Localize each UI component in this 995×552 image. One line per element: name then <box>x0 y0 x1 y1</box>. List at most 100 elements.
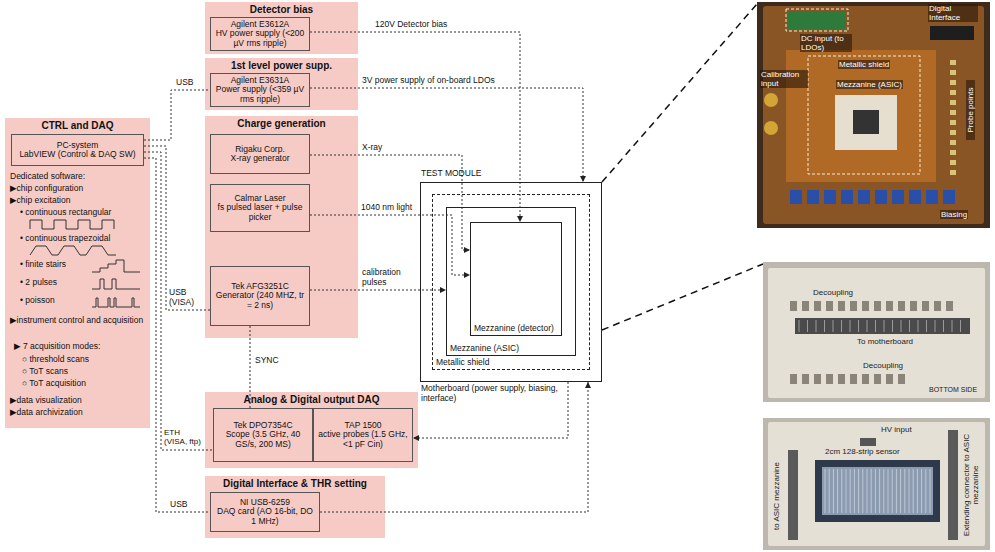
probe-pin <box>950 110 956 115</box>
connector <box>144 90 210 140</box>
probe-pin <box>950 60 956 65</box>
label-holder: • continuous trapezoidal <box>20 234 110 244</box>
instrument-box: Tek AFG3251CGenerator (240 MHZ, tr = 2 n… <box>210 266 310 326</box>
pcb <box>768 268 985 398</box>
label-holder: ▶instrument control and acquisition <box>10 316 148 326</box>
panel-title: Analog & Digital output DAQ <box>205 394 418 406</box>
list-item: ▶chip excitation <box>10 196 70 206</box>
instrument-box: Agilent E3612AHV power supply (<200 µV r… <box>210 17 310 51</box>
bias-connector <box>824 190 836 204</box>
sensor-strip <box>913 469 914 513</box>
label-holder: to ASIC mezzanine <box>772 455 781 537</box>
panel-title: 1st level power supp. <box>205 60 358 72</box>
edge-label-holder: SYNC <box>255 356 279 366</box>
list-item: • 2 pulses <box>20 278 57 288</box>
decoupling-capacitor <box>850 374 857 384</box>
decoupling-capacitor <box>826 301 833 311</box>
connector-pin <box>926 320 927 332</box>
photo-annotation: Digital Interface <box>928 4 978 22</box>
list-item: • finite stairs <box>20 260 66 270</box>
decoupling-capacitor <box>862 374 869 384</box>
panel-fill <box>205 2 358 54</box>
edge-label: 3V power supply of on-board LDOs <box>362 76 495 86</box>
label-holder: • 2 pulses <box>20 278 57 288</box>
photo-annotation: to ASIC mezzanine <box>772 455 781 537</box>
connector-line <box>144 158 210 512</box>
box-text: Mezzanine (detector) <box>474 324 558 333</box>
label-holder: ▶chip configuration <box>10 184 83 194</box>
label-holder: DC input (to LDOs) <box>800 34 852 52</box>
digital-connector <box>930 26 974 40</box>
connector-pin <box>841 320 842 332</box>
probe-pin <box>950 70 956 75</box>
sensor-strip <box>837 469 838 513</box>
photo-annotation: To motherboard <box>856 337 914 346</box>
instrument-box: NI USB-6259DAQ card (AO 16-bit, DO 1 MHz… <box>210 492 320 532</box>
decoupling-capacitor <box>910 301 917 311</box>
dc-outline <box>786 9 848 31</box>
label-holder: Biasing <box>940 210 968 219</box>
photo-annotation: Probe points <box>966 80 975 140</box>
list-item: ▶ 7 acquisition modes: <box>14 342 100 352</box>
decoupling-capacitor <box>850 301 857 311</box>
edge-label-holder: 3V power supply of on-board LDOs <box>362 76 495 86</box>
arrow-head <box>413 435 419 441</box>
photo-annotation: HV input <box>880 425 913 434</box>
bias-connector <box>909 190 921 204</box>
connector <box>144 158 210 512</box>
box-text: Metallic shield <box>436 358 586 367</box>
label-holder: ▶chip excitation <box>10 196 70 206</box>
probe-pin <box>950 160 956 165</box>
group-panel: 1st level power supp.Agilent E3631APower… <box>205 58 358 110</box>
probe-pin <box>950 130 956 135</box>
label-holder: Probe points <box>966 80 975 140</box>
decoupling-capacitor <box>790 301 797 311</box>
sensor-strip <box>925 469 926 513</box>
sensor-strip <box>858 469 859 513</box>
decoupling-capacitor <box>826 374 833 384</box>
list-item: • poisson <box>20 296 55 306</box>
label-holder: Mezzanine (ASIC) <box>836 80 903 89</box>
group-panel: Detector biasAgilent E3612AHV power supp… <box>205 2 358 54</box>
connector-line <box>310 290 446 291</box>
probe-pin <box>950 80 956 85</box>
shield-outline <box>808 56 920 174</box>
box-text: Rigaku Corp. <box>214 145 306 154</box>
list-item: • continuous trapezoidal <box>20 234 110 244</box>
sensor-strip <box>892 469 893 513</box>
photo-ground <box>757 2 990 228</box>
decoupling-capacitor <box>814 374 821 384</box>
label-holder: Decoupling <box>862 361 904 370</box>
connector-line <box>144 90 210 140</box>
group-panel: Analog & Digital output DAQTek DPO7354CS… <box>205 392 418 468</box>
edge-label-holder: USB <box>176 78 193 88</box>
box-text: Tek AFG3251C <box>214 282 306 291</box>
list-item: ○ ToT acquisition <box>22 379 86 389</box>
instrument-box: Rigaku Corp.X-ray generator <box>210 134 310 174</box>
box-text: Calmar Laser <box>214 194 306 203</box>
decoupling-capacitor <box>922 301 929 311</box>
list-item: • continuous rectangular <box>20 208 111 218</box>
hv-connector <box>860 438 876 446</box>
decoupling-capacitor <box>946 301 953 311</box>
instrument-box: TAP 1500active probes (1.5 GHz, <1 pF Ci… <box>313 408 413 462</box>
rectangular-wave <box>30 220 114 229</box>
label-holder: ○ ToT scans <box>22 367 68 377</box>
probe-pin <box>950 140 956 145</box>
label-holder: ▶data visualization <box>10 396 82 406</box>
module-label: TEST MODULE <box>421 169 601 179</box>
sensor-strip <box>854 469 855 513</box>
label-holder: ○ threshold scans <box>22 355 89 365</box>
edge-connector <box>948 430 958 540</box>
sensor-strip <box>917 469 918 513</box>
pcb <box>763 6 984 224</box>
box-text: Mezzanine (ASIC) <box>450 344 572 353</box>
box-text: DAQ card (AO 16-bit, DO 1 MHz) <box>214 507 316 526</box>
label-holder: ▶data archivization <box>10 408 83 418</box>
box-text: Scope (3.5 GHz, 40 GS/s, 200 MS) <box>217 430 309 449</box>
photo-annotation: Extending connector to ASIC mezzanine <box>962 426 980 544</box>
decoupling-capacitor <box>886 301 893 311</box>
connector-pin <box>884 320 885 332</box>
box-text: TAP 1500 <box>317 421 409 430</box>
shield-box: Metallic shield Mezzanine (ASIC) Mezzanine… <box>432 194 590 370</box>
